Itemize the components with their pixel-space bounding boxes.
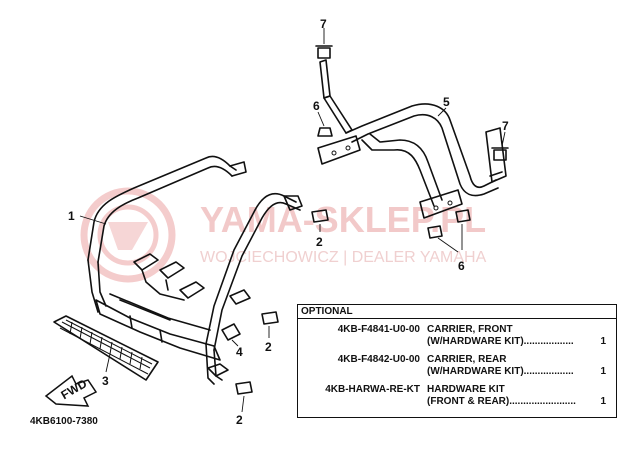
part-description-line1: HARDWARE KIT (427, 384, 505, 395)
callout-1: 1 (68, 209, 75, 223)
bolt-6-right-a (455, 209, 471, 223)
callout-2-lower: 2 (236, 413, 243, 427)
part-number: 4KB-HARWA-RE-KT (325, 384, 420, 395)
fwd-arrow-icon: FWD (44, 374, 98, 407)
watermark-brand: YAMA-SKLEP.PL (200, 199, 486, 240)
part-number: 4KB-F4842-U0-00 (337, 354, 420, 365)
rear-carrier-part-5 (317, 59, 507, 219)
callout-5: 5 (443, 95, 450, 109)
leader-6-b (437, 237, 459, 253)
bolt-6-right-b (427, 225, 443, 239)
leader-1 (79, 215, 107, 225)
callout-2-upper: 2 (316, 235, 323, 249)
bolt-2-upper (311, 209, 329, 232)
bolt-6-left (317, 111, 333, 137)
part-number: 4KB-F4841-U0-00 (337, 324, 420, 335)
optional-row-front-carrier: 4KB-F4841-U0-00 CARRIER, FRONT (W/HARDWA… (298, 324, 616, 350)
part-description: CARRIER, FRONT (W/HARDWARE KIT).........… (427, 324, 574, 348)
callout-4: 4 (236, 345, 243, 359)
part-quantity: 1 (600, 396, 606, 407)
callout-6-left: 6 (313, 99, 320, 113)
optional-row-hardware-kit: 4KB-HARWA-RE-KT HARDWARE KIT (FRONT & RE… (298, 384, 616, 410)
callout-6-right: 6 (458, 259, 465, 273)
watermark-subline: WOJCIECHOWICZ | DEALER YAMAHA (200, 249, 487, 266)
bolt-2-middle (261, 311, 279, 338)
diagram-code: 4KB6100-7380 (30, 416, 98, 427)
optional-row-rear-carrier: 4KB-F4842-U0-00 CARRIER, REAR (W/HARDWAR… (298, 354, 616, 380)
bolt-2-lower (235, 381, 253, 413)
callout-2-middle: 2 (265, 340, 272, 354)
part-description-line1: CARRIER, REAR (427, 354, 507, 365)
optional-title: OPTIONAL (298, 305, 616, 319)
watermark-logo (80, 187, 176, 283)
part-description-line2: (W/HARDWARE KIT).................. (427, 336, 574, 347)
part-quantity: 1 (600, 366, 606, 377)
part-description-line2: (FRONT & REAR)........................ (427, 396, 576, 407)
leader-3 (105, 353, 111, 373)
callout-3: 3 (102, 374, 109, 388)
front-carrier-part-1 (87, 155, 303, 385)
callout-7-right: 7 (502, 119, 509, 133)
part-quantity: 1 (600, 336, 606, 347)
part-description: CARRIER, REAR (W/HARDWARE KIT)..........… (427, 354, 574, 378)
screw-7-top (315, 28, 333, 59)
optional-parts-table: OPTIONAL 4KB-F4841-U0-00 CARRIER, FRONT … (297, 304, 617, 418)
part-description-line1: CARRIER, FRONT (427, 324, 513, 335)
clip-part-4 (221, 323, 241, 347)
part-description-line2: (W/HARDWARE KIT).................. (427, 366, 574, 377)
screw-7-right (491, 131, 509, 161)
leader-5 (437, 107, 447, 117)
grille-part-3 (53, 315, 159, 381)
part-description: HARDWARE KIT (FRONT & REAR).............… (427, 384, 576, 408)
callout-7-top: 7 (320, 17, 327, 31)
